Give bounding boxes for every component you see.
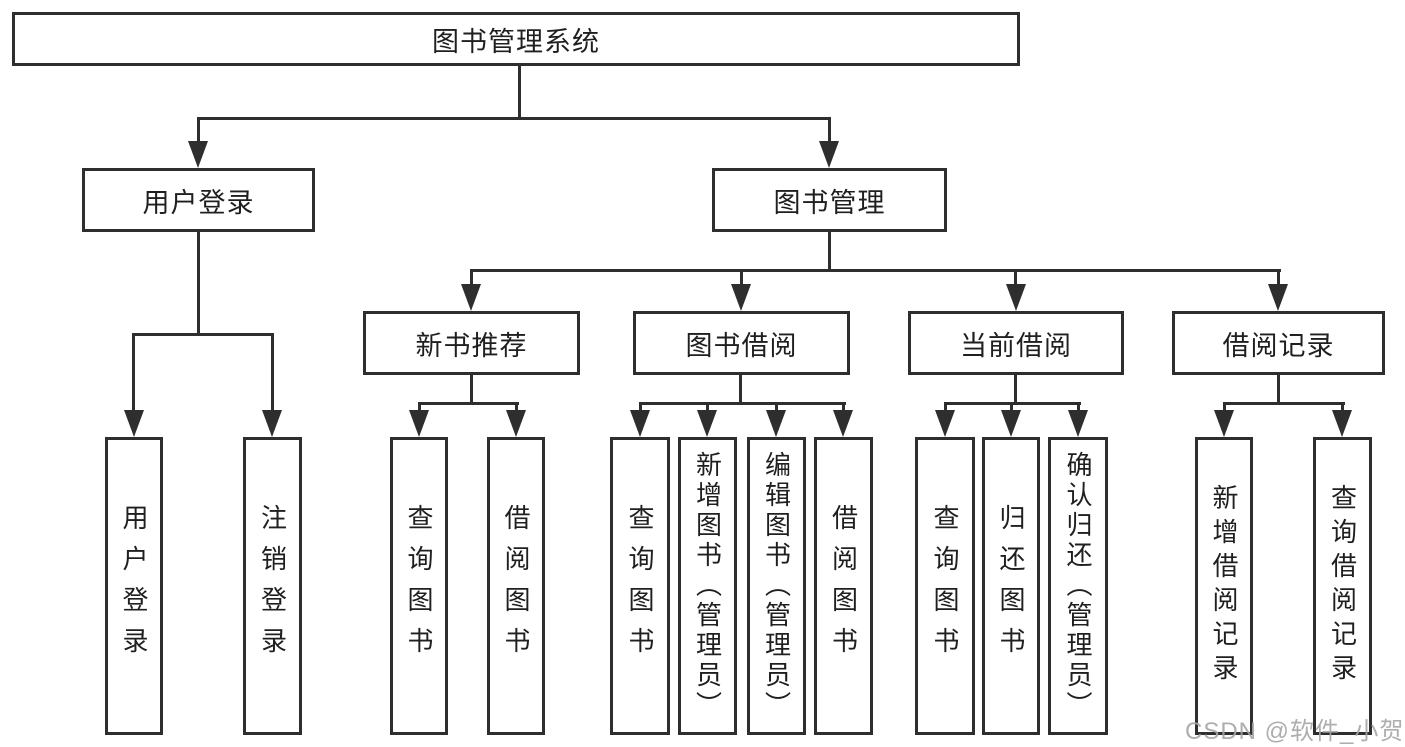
node-query-borrow-record: 查询借阅记录 [1313,437,1372,735]
connector-arrow-icon [1001,410,1021,437]
connector-arrow-icon [833,410,853,437]
connector-arrow-icon [506,410,526,437]
node-label: 查询图书 [625,504,655,668]
node-borrow-books-leaf: 借阅图书 [814,437,873,735]
node-label: 注销登录 [257,504,288,668]
connector-line [132,333,135,415]
connector-line [133,333,274,336]
node-return-books: 归还图书 [982,437,1040,735]
node-label: 图书借阅 [685,330,798,361]
node-user-login: 用户登录 [82,168,315,232]
connector-arrow-icon [1214,410,1234,437]
node-borrow-records: 借阅记录 [1172,311,1385,375]
connector-line [706,402,709,415]
connector-line [470,375,473,405]
connector-arrow-icon [630,410,650,437]
node-book-borrow: 图书借阅 [633,311,850,375]
connector-arrow-icon [262,410,282,437]
node-label: 新增借阅记录 [1209,484,1239,688]
node-query-books-borrow: 查询图书 [610,437,670,735]
connector-line [1014,375,1017,405]
connector-arrow-icon [819,141,839,168]
node-label: 归还图书 [996,504,1026,668]
connector-arrow-icon [1268,284,1288,311]
node-label: 当前借阅 [960,330,1072,361]
connector-arrow-icon [1068,410,1088,437]
connector-line [828,232,831,272]
node-query-books-current: 查询图书 [915,437,975,735]
connector-line [775,402,778,415]
connector-line [639,402,846,405]
watermark: CSDN @软件_小贺同学 [1185,718,1405,745]
connector-arrow-icon [409,410,429,437]
node-label: 借阅图书 [828,504,859,668]
node-current-borrow: 当前借阅 [908,311,1124,375]
connector-line [944,402,947,415]
connector-line [470,269,473,293]
connector-arrow-icon [1006,284,1026,311]
node-label: 新增图书（管理员） [692,451,723,721]
node-query-books-recommend: 查询图书 [390,437,448,735]
connector-line [1077,402,1080,415]
connector-line [1010,402,1013,415]
connector-line [515,402,518,415]
node-logout: 注销登录 [243,437,302,735]
connector-line [197,232,200,336]
node-label: 借阅记录 [1222,330,1335,361]
node-label: 借阅图书 [501,504,531,668]
connector-arrow-icon [1332,410,1352,437]
node-label: 用户登录 [142,187,255,218]
connector-line [1277,375,1280,405]
node-label: 用户登录 [119,504,149,668]
connector-line [197,117,831,120]
node-label: 图书管理 [773,187,886,218]
connector-arrow-icon [461,284,481,311]
connector-arrow-icon [124,410,144,437]
connector-line [197,117,200,151]
connector-arrow-icon [935,410,955,437]
node-label: 查询图书 [930,504,960,668]
node-user-login-leaf: 用户登录 [105,437,163,735]
connector-line [470,269,1281,272]
connector-arrow-icon [731,284,751,311]
node-edit-books-admin: 编辑图书（管理员） [747,437,806,735]
node-label: 查询借阅记录 [1327,484,1358,688]
connector-line [1014,269,1017,293]
node-label: 新书推荐 [415,330,528,361]
node-label: 确认归还（管理员） [1063,451,1093,721]
connector-line [739,375,742,405]
node-add-books-admin: 新增图书（管理员） [678,437,737,735]
connector-line [828,117,831,151]
connector-arrow-icon [697,410,717,437]
connector-line [740,269,743,293]
connector-line [639,402,642,415]
connector-line [1223,402,1226,415]
connector-line [1277,269,1280,293]
connector-arrow-icon [188,141,208,168]
connector-line [418,402,519,405]
connector-line [418,402,421,415]
connector-line [842,402,845,415]
node-label: 图书管理系统 [432,26,600,57]
connector-line [518,66,521,120]
connector-line [271,333,274,415]
connector-arrow-icon [766,410,786,437]
node-borrow-books-recommend: 借阅图书 [487,437,545,735]
node-book-management: 图书管理 [712,168,947,232]
node-add-borrow-record: 新增借阅记录 [1195,437,1253,735]
node-label: 查询图书 [404,504,434,668]
connector-line [1223,402,1345,405]
node-confirm-return-admin: 确认归还（管理员） [1048,437,1108,735]
connector-line [1341,402,1344,415]
node-label: 编辑图书（管理员） [761,451,792,721]
node-new-book-recommend: 新书推荐 [363,311,580,375]
node-library-system: 图书管理系统 [12,12,1020,66]
